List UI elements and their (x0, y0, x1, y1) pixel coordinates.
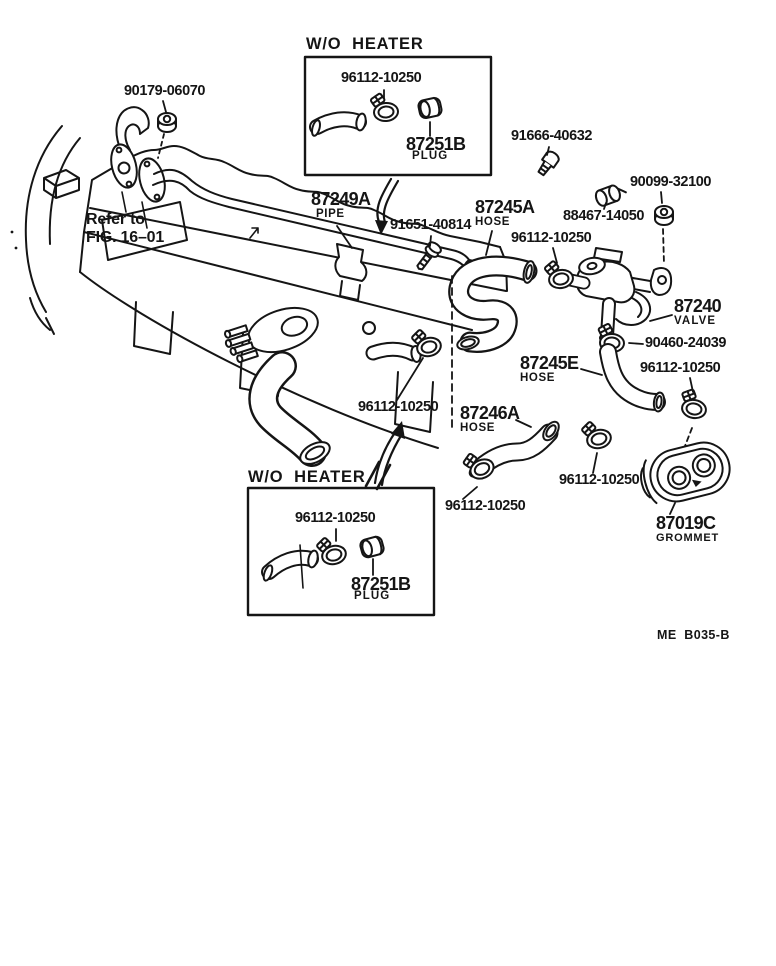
sensor-bolt-icon (537, 150, 560, 177)
valve-art (559, 247, 673, 344)
hose-87245a-art (448, 255, 538, 353)
nut-icon (157, 112, 177, 133)
part-number: 87245A (475, 197, 535, 217)
label-leader-lines (162, 89, 694, 576)
part-label-inset-bottom-plug: 87251B (351, 574, 411, 594)
engine-outlet-hose-art (248, 351, 331, 467)
figure-code: ME B035-B (657, 628, 730, 642)
part-label-96112-10250-a: 96112-10250 (511, 230, 592, 246)
part-name-inset-bottom-plug: PLUG (354, 590, 391, 602)
part-number: 87246A (460, 403, 520, 423)
hose-clamp-icon (578, 416, 614, 453)
reference-note: Refer to FIG. 16–01 (86, 211, 164, 246)
part-name: HOSE (475, 216, 510, 229)
grommet-art (640, 441, 731, 505)
part-label-88467-14050: 88467-14050 (563, 208, 645, 224)
part-label-96112-10250-c: 96112-10250 (358, 399, 439, 415)
part-name: HOSE (460, 422, 495, 435)
reference-note-line2: FIG. 16–01 (86, 228, 165, 246)
plug-icon (416, 95, 444, 121)
part-label-90460-24039: 90460-24039 (645, 335, 727, 351)
reference-note-line1: Refer to (86, 211, 145, 228)
part-name: VALVE (674, 315, 717, 328)
part-name: GROMMET (656, 532, 720, 545)
part-number: 87019C (656, 513, 716, 533)
part-number: 87245E (520, 353, 579, 373)
part-label-inset-top-plug: 87251B (406, 134, 466, 154)
part-name: HOSE (520, 372, 555, 385)
part-label-96112-10250-b: 96112-10250 (640, 360, 721, 376)
bell-housing-art (10, 125, 81, 335)
inset-bottom-art (261, 544, 319, 589)
inset-top-title: W/O HEATER (306, 35, 424, 53)
hose-87245e-art (599, 343, 666, 413)
engine-elbow-hose-art (365, 341, 422, 363)
hose-clamp-icon (542, 256, 576, 292)
inset-pointer-arrows (364, 177, 405, 491)
engine-block-art (79, 106, 508, 449)
part-label-inset-bottom-clamp: 96112-10250 (295, 510, 376, 526)
part-label-91651-40814: 91651-40814 (390, 217, 472, 233)
part-name: PIPE (316, 208, 345, 221)
nut-icon (654, 205, 674, 226)
part-number: 87249A (311, 189, 371, 209)
part-label-90099-32100: 90099-32100 (630, 174, 712, 190)
inset-bottom-title: W/O HEATER (248, 468, 366, 486)
inset-boxes (246, 55, 493, 617)
dashed-leader-lines (157, 133, 693, 447)
part-label-96112-10250-e: 96112-10250 (559, 472, 640, 488)
part-name-inset-top-plug: PLUG (412, 150, 449, 162)
pipe-bolt-icon (416, 241, 442, 271)
wire-clamp-icon (594, 184, 627, 207)
part-label-90179-06070: 90179-06070 (124, 83, 206, 99)
part-number: 87240 (674, 296, 722, 316)
inset-top-art (309, 111, 367, 137)
part-label-96112-10250-d: 96112-10250 (445, 498, 526, 514)
part-label-91666-40632: 91666-40632 (511, 128, 593, 144)
part-label-inset-top-clamp: 96112-10250 (341, 70, 422, 86)
heater-pipe-art (152, 168, 475, 301)
